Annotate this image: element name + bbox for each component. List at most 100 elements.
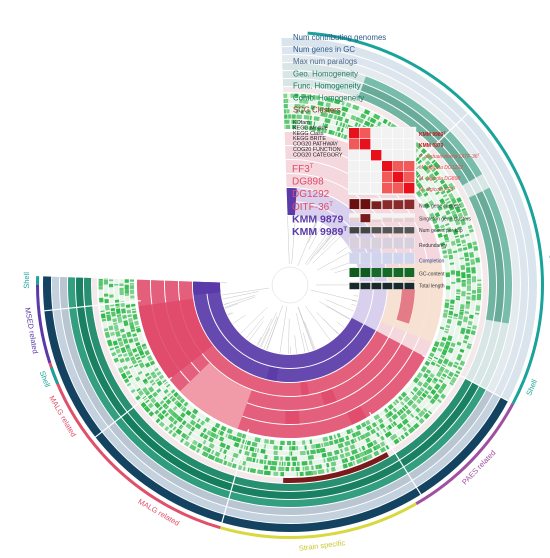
function-stripe bbox=[310, 449, 316, 454]
heatmap-cell bbox=[371, 161, 381, 171]
dendrogram-branch bbox=[225, 304, 238, 309]
function-stripe bbox=[302, 461, 308, 466]
function-stripe bbox=[296, 115, 301, 119]
heatmap-cell bbox=[360, 183, 370, 193]
function-stripe bbox=[280, 456, 283, 460]
heatmap-cell bbox=[393, 128, 403, 138]
function-stripe bbox=[471, 262, 475, 265]
layer-label: Max num paralogs bbox=[293, 57, 357, 66]
function-stripe bbox=[107, 339, 113, 346]
function-stripe bbox=[456, 298, 460, 300]
heatmap-cell bbox=[349, 139, 359, 149]
function-stripe bbox=[273, 471, 278, 476]
heatmap-cell bbox=[404, 172, 414, 182]
function-stripe bbox=[251, 452, 257, 457]
dendrogram-branch bbox=[246, 316, 264, 338]
dendrogram-branch bbox=[222, 288, 269, 295]
function-stripe bbox=[451, 282, 455, 284]
function-stripe bbox=[130, 290, 134, 295]
function-stripe bbox=[130, 285, 134, 289]
function-stripe bbox=[105, 332, 111, 338]
heatmap-cell bbox=[393, 150, 403, 160]
stat-bar-label: Redundancy bbox=[419, 243, 448, 249]
function-stripe bbox=[293, 462, 297, 466]
heatmap-cell bbox=[382, 172, 392, 182]
stat-bar bbox=[405, 200, 415, 209]
bin-label: Strain specific bbox=[298, 538, 346, 553]
function-stripe bbox=[464, 252, 469, 257]
function-stripe bbox=[120, 291, 124, 295]
function-stripe bbox=[475, 305, 480, 311]
function-stripe bbox=[121, 308, 126, 313]
stat-bar bbox=[350, 253, 360, 264]
function-stripe bbox=[291, 467, 294, 471]
heatmap-cell bbox=[404, 161, 414, 171]
function-stripe bbox=[284, 104, 288, 108]
function-stripe bbox=[284, 125, 285, 129]
bin-label: Shell bbox=[22, 272, 31, 289]
dendrogram-branch bbox=[267, 317, 279, 350]
function-stripe bbox=[461, 272, 466, 278]
function-stripe bbox=[469, 315, 474, 319]
stat-bar bbox=[394, 238, 404, 249]
function-stripe bbox=[104, 294, 108, 297]
heatmap-cell bbox=[371, 183, 381, 193]
dendrogram-branch bbox=[288, 216, 290, 264]
stat-bar bbox=[361, 268, 371, 277]
function-stripe bbox=[467, 242, 472, 248]
function-stripe bbox=[109, 295, 113, 298]
heatmap-cell bbox=[404, 128, 414, 138]
function-stripe bbox=[297, 462, 300, 466]
function-stripe bbox=[246, 456, 252, 461]
heatmap-cell bbox=[349, 172, 359, 182]
heatmap-cell bbox=[382, 139, 392, 149]
dendrogram-branch bbox=[311, 290, 357, 301]
function-stripe bbox=[322, 453, 327, 458]
function-stripe bbox=[472, 290, 476, 294]
heatmap-cell bbox=[349, 183, 359, 193]
genome-label: KMM 9989T bbox=[292, 226, 347, 238]
function-stripe bbox=[320, 448, 326, 453]
stat-bar bbox=[361, 253, 371, 264]
function-stripe bbox=[471, 267, 476, 274]
function-stripe bbox=[318, 469, 325, 474]
function-stripe bbox=[462, 282, 466, 286]
function-stripe bbox=[327, 457, 333, 462]
function-stripe bbox=[472, 276, 476, 282]
heatmap-cell bbox=[349, 161, 359, 171]
function-stripe bbox=[462, 280, 466, 282]
stat-bar bbox=[372, 201, 382, 209]
function-stripe bbox=[300, 451, 306, 456]
stat-bar-label: Num genes per kbp bbox=[419, 228, 463, 234]
function-stripe bbox=[450, 299, 455, 303]
function-stripe bbox=[125, 279, 129, 283]
function-stripe bbox=[467, 285, 471, 291]
heatmap-row-label: KMM 9879 bbox=[419, 143, 444, 149]
stat-bar bbox=[372, 268, 382, 277]
function-stripe bbox=[101, 313, 106, 318]
stat-bar bbox=[361, 227, 371, 233]
function-stripe bbox=[284, 99, 285, 103]
heatmap-cell bbox=[360, 161, 370, 171]
function-stripe bbox=[459, 311, 464, 315]
function-stripe bbox=[105, 305, 110, 311]
function-stripe bbox=[285, 467, 289, 471]
function-stripe bbox=[99, 279, 103, 281]
function-stripe bbox=[274, 456, 279, 461]
function-stripe bbox=[466, 301, 470, 304]
function-stripe bbox=[477, 280, 481, 282]
heatmap-row-label: M. algicola FF3T bbox=[419, 186, 456, 193]
heatmap-row-label: P. aestuariivivens OITF-36T bbox=[419, 153, 481, 160]
stat-bar bbox=[383, 283, 393, 289]
function-stripe bbox=[304, 445, 306, 449]
function-stripe bbox=[466, 267, 471, 273]
stat-bar bbox=[394, 253, 404, 264]
function-stripe bbox=[305, 471, 311, 476]
stat-bar bbox=[394, 218, 404, 222]
stat-bar bbox=[372, 227, 382, 233]
dendrogram-branch bbox=[323, 318, 338, 334]
stat-bar bbox=[350, 283, 360, 289]
function-stripe bbox=[292, 114, 296, 118]
dendrogram-branch bbox=[280, 306, 287, 353]
function-stripe bbox=[467, 293, 471, 295]
